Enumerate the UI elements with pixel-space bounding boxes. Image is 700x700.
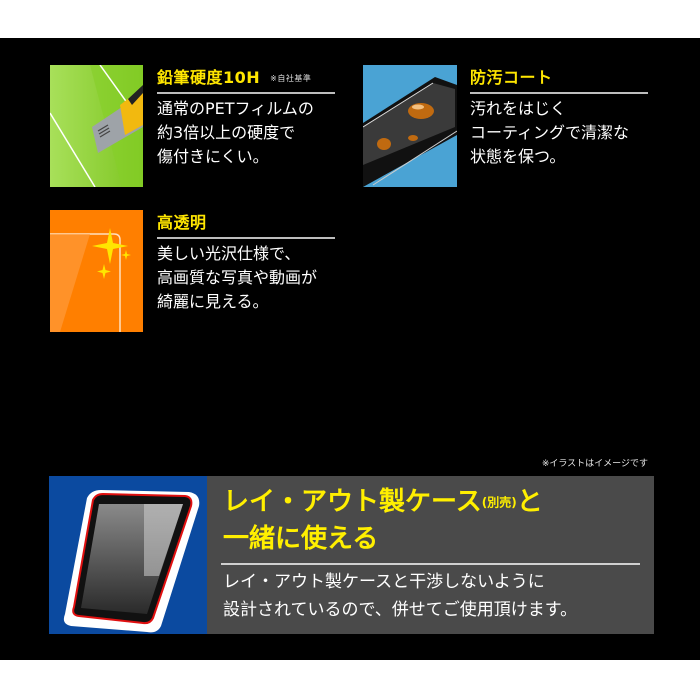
banner-title-line1: レイ・アウト製ケース <box>223 487 482 517</box>
feature-description-transparency: 美しい光沢仕様で、 高画質な写真や動画が 綺麗に見える。 <box>157 244 318 311</box>
feature-title-text: 鉛筆硬度10H <box>157 68 261 87</box>
divider <box>470 92 648 94</box>
feature-description-hardness: 通常のPETフィルムの 約3倍以上の硬度で 傷付きにくい。 <box>157 99 314 166</box>
feature-title-hardness: 鉛筆硬度10H ※自社基準 <box>157 64 311 88</box>
case-compatibility-banner: レイ・アウト製ケース(別売)と 一緒に使える レイ・アウト製ケースと干渉しないよ… <box>207 476 654 634</box>
banner-title: レイ・アウト製ケース(別売)と 一緒に使える <box>223 484 543 557</box>
banner-title-line1-end: と <box>516 487 543 517</box>
cutter-knife-icon <box>50 65 143 187</box>
phone-case-icon <box>49 476 207 634</box>
illustration-disclaimer: ※イラストはイメージです <box>541 459 648 469</box>
feature-title-transparency: 高透明 <box>157 213 207 232</box>
divider <box>157 92 335 94</box>
divider <box>157 237 335 239</box>
banner-title-line2: 一緒に使える <box>223 523 379 554</box>
sparkle-icon <box>50 210 143 332</box>
feature-title-antifouling: 防汚コート <box>470 68 553 87</box>
water-droplet-icon <box>363 65 457 187</box>
banner-description: レイ・アウト製ケースと干渉しないように 設計されているので、併せてご使用頂けます… <box>223 572 578 620</box>
divider <box>221 563 640 565</box>
feature-description-antifouling: 汚れをはじく コーティングで清潔な 状態を保つ。 <box>470 99 630 166</box>
banner-title-sold-separately: (別売) <box>481 495 517 510</box>
feature-note: ※自社基準 <box>270 74 312 83</box>
